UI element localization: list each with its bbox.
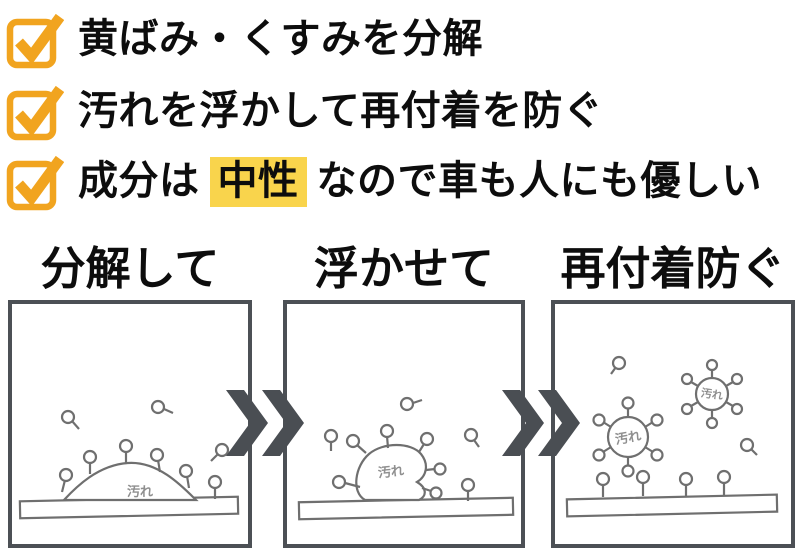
process-panel-float: 汚れ [283,300,525,548]
process-panel-decompose: 汚れ [8,300,252,548]
double-chevron-right-icon [226,390,304,456]
dirt-suspended-diagram: 汚れ 汚れ [565,355,779,518]
checklist-item-text: 成分は中性なので車も人にも優しい [78,157,762,207]
checklist-item-text: 汚れを浮かして再付着を防ぐ [78,89,604,133]
process-panel-prevent: 汚れ 汚れ [551,300,795,548]
dirt-label: 汚れ [614,428,642,447]
dirt-label: 汚れ [700,386,724,403]
checklist-item-text: 黄ばみ・くすみを分解 [78,17,483,61]
surface-bar [565,493,779,518]
surfactant-pins [323,396,480,501]
surfactant-pins [58,399,230,499]
encapsulated-dirt-ball: 汚れ [680,358,744,430]
checkbox-checked-icon [6,85,64,141]
highlight-neutral: 中性 [209,157,307,207]
surfactant-pins [595,355,758,497]
encapsulated-dirt-ball: 汚れ [592,396,664,478]
dirt-label: 汚れ [377,463,404,481]
checklist-item-3: 成分は中性なので車も人にも優しい [6,150,762,212]
step-title-float: 浮かせて [313,243,494,294]
step-title-prevent: 再付着防ぐ [560,243,786,294]
checklist-item-1: 黄ばみ・くすみを分解 [6,8,483,70]
checkbox-checked-icon [6,155,64,211]
checklist-item-2: 汚れを浮かして再付着を防ぐ [6,80,603,142]
step-title-decompose: 分解して [40,243,220,294]
dirt-on-surface-diagram: 汚れ [18,399,240,520]
double-chevron-right-icon [502,390,580,456]
dirt-lifting-diagram: 汚れ [297,396,515,521]
checklist-item-text-after: なので車も人にも優しい [316,159,762,203]
checklist-item-text-before: 成分は [78,159,200,203]
dirt-blob [61,461,199,502]
checkbox-checked-icon [6,13,64,69]
dirt-label: 汚れ [127,484,153,499]
